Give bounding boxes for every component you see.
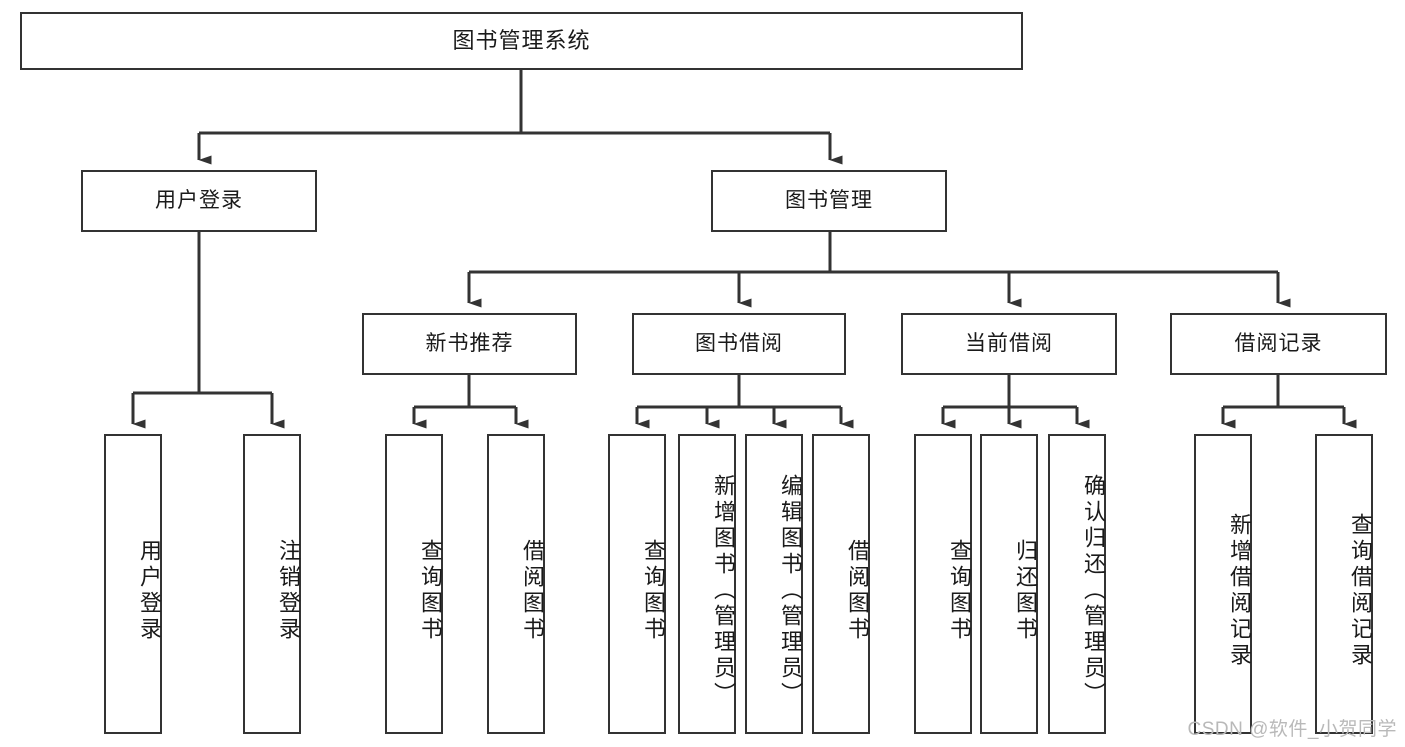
node-leaf-borrow-book-label: 借阅图书	[845, 539, 870, 643]
node-leaf-query-book[interactable]: 查询图书	[608, 434, 666, 734]
node-leaf-edit-book[interactable]: 编辑图书（管理员）	[745, 434, 803, 734]
node-book-manage-label: 图书管理	[785, 189, 873, 213]
node-leaf-query-book-cur-label: 查询图书	[947, 539, 972, 643]
node-leaf-add-record-label: 新增借阅记录	[1227, 513, 1252, 669]
node-user-login[interactable]: 用户登录	[81, 170, 317, 232]
node-leaf-query-book-cur[interactable]: 查询图书	[914, 434, 972, 734]
node-leaf-return-book-label: 归还图书	[1013, 539, 1038, 643]
node-leaf-query-book-rec-label: 查询图书	[418, 539, 443, 643]
node-user-login-label: 用户登录	[155, 189, 243, 213]
node-leaf-add-book-label: 新增图书（管理员）	[711, 474, 736, 708]
node-new-book-recommend-label: 新书推荐	[425, 332, 514, 356]
node-leaf-return-book[interactable]: 归还图书	[980, 434, 1038, 734]
node-leaf-query-record[interactable]: 查询借阅记录	[1315, 434, 1373, 734]
node-root[interactable]: 图书管理系统	[20, 12, 1023, 70]
node-borrow-record-label: 借阅记录	[1234, 332, 1323, 356]
node-leaf-logout-label: 注销登录	[276, 539, 301, 643]
node-borrow-record[interactable]: 借阅记录	[1170, 313, 1387, 375]
node-book-manage[interactable]: 图书管理	[711, 170, 947, 232]
node-leaf-borrow-book[interactable]: 借阅图书	[812, 434, 870, 734]
node-leaf-confirm-return-label: 确认归还（管理员）	[1081, 474, 1106, 708]
node-new-book-recommend[interactable]: 新书推荐	[362, 313, 577, 375]
node-leaf-add-record[interactable]: 新增借阅记录	[1194, 434, 1252, 734]
node-leaf-query-record-label: 查询借阅记录	[1348, 513, 1373, 669]
node-leaf-borrow-book-rec-label: 借阅图书	[520, 539, 545, 643]
node-leaf-query-book-rec[interactable]: 查询图书	[385, 434, 443, 734]
node-leaf-confirm-return[interactable]: 确认归还（管理员）	[1048, 434, 1106, 734]
node-current-borrow[interactable]: 当前借阅	[901, 313, 1117, 375]
node-current-borrow-label: 当前借阅	[965, 332, 1053, 356]
node-leaf-logout[interactable]: 注销登录	[243, 434, 301, 734]
node-leaf-user-login[interactable]: 用户登录	[104, 434, 162, 734]
node-leaf-query-book-label: 查询图书	[641, 539, 666, 643]
node-book-borrow-label: 图书借阅	[695, 332, 783, 356]
node-leaf-user-login-label: 用户登录	[137, 539, 162, 643]
node-root-label: 图书管理系统	[452, 27, 591, 53]
node-book-borrow[interactable]: 图书借阅	[632, 313, 846, 375]
node-leaf-add-book[interactable]: 新增图书（管理员）	[678, 434, 736, 734]
node-leaf-borrow-book-rec[interactable]: 借阅图书	[487, 434, 545, 734]
node-leaf-edit-book-label: 编辑图书（管理员）	[778, 474, 803, 708]
